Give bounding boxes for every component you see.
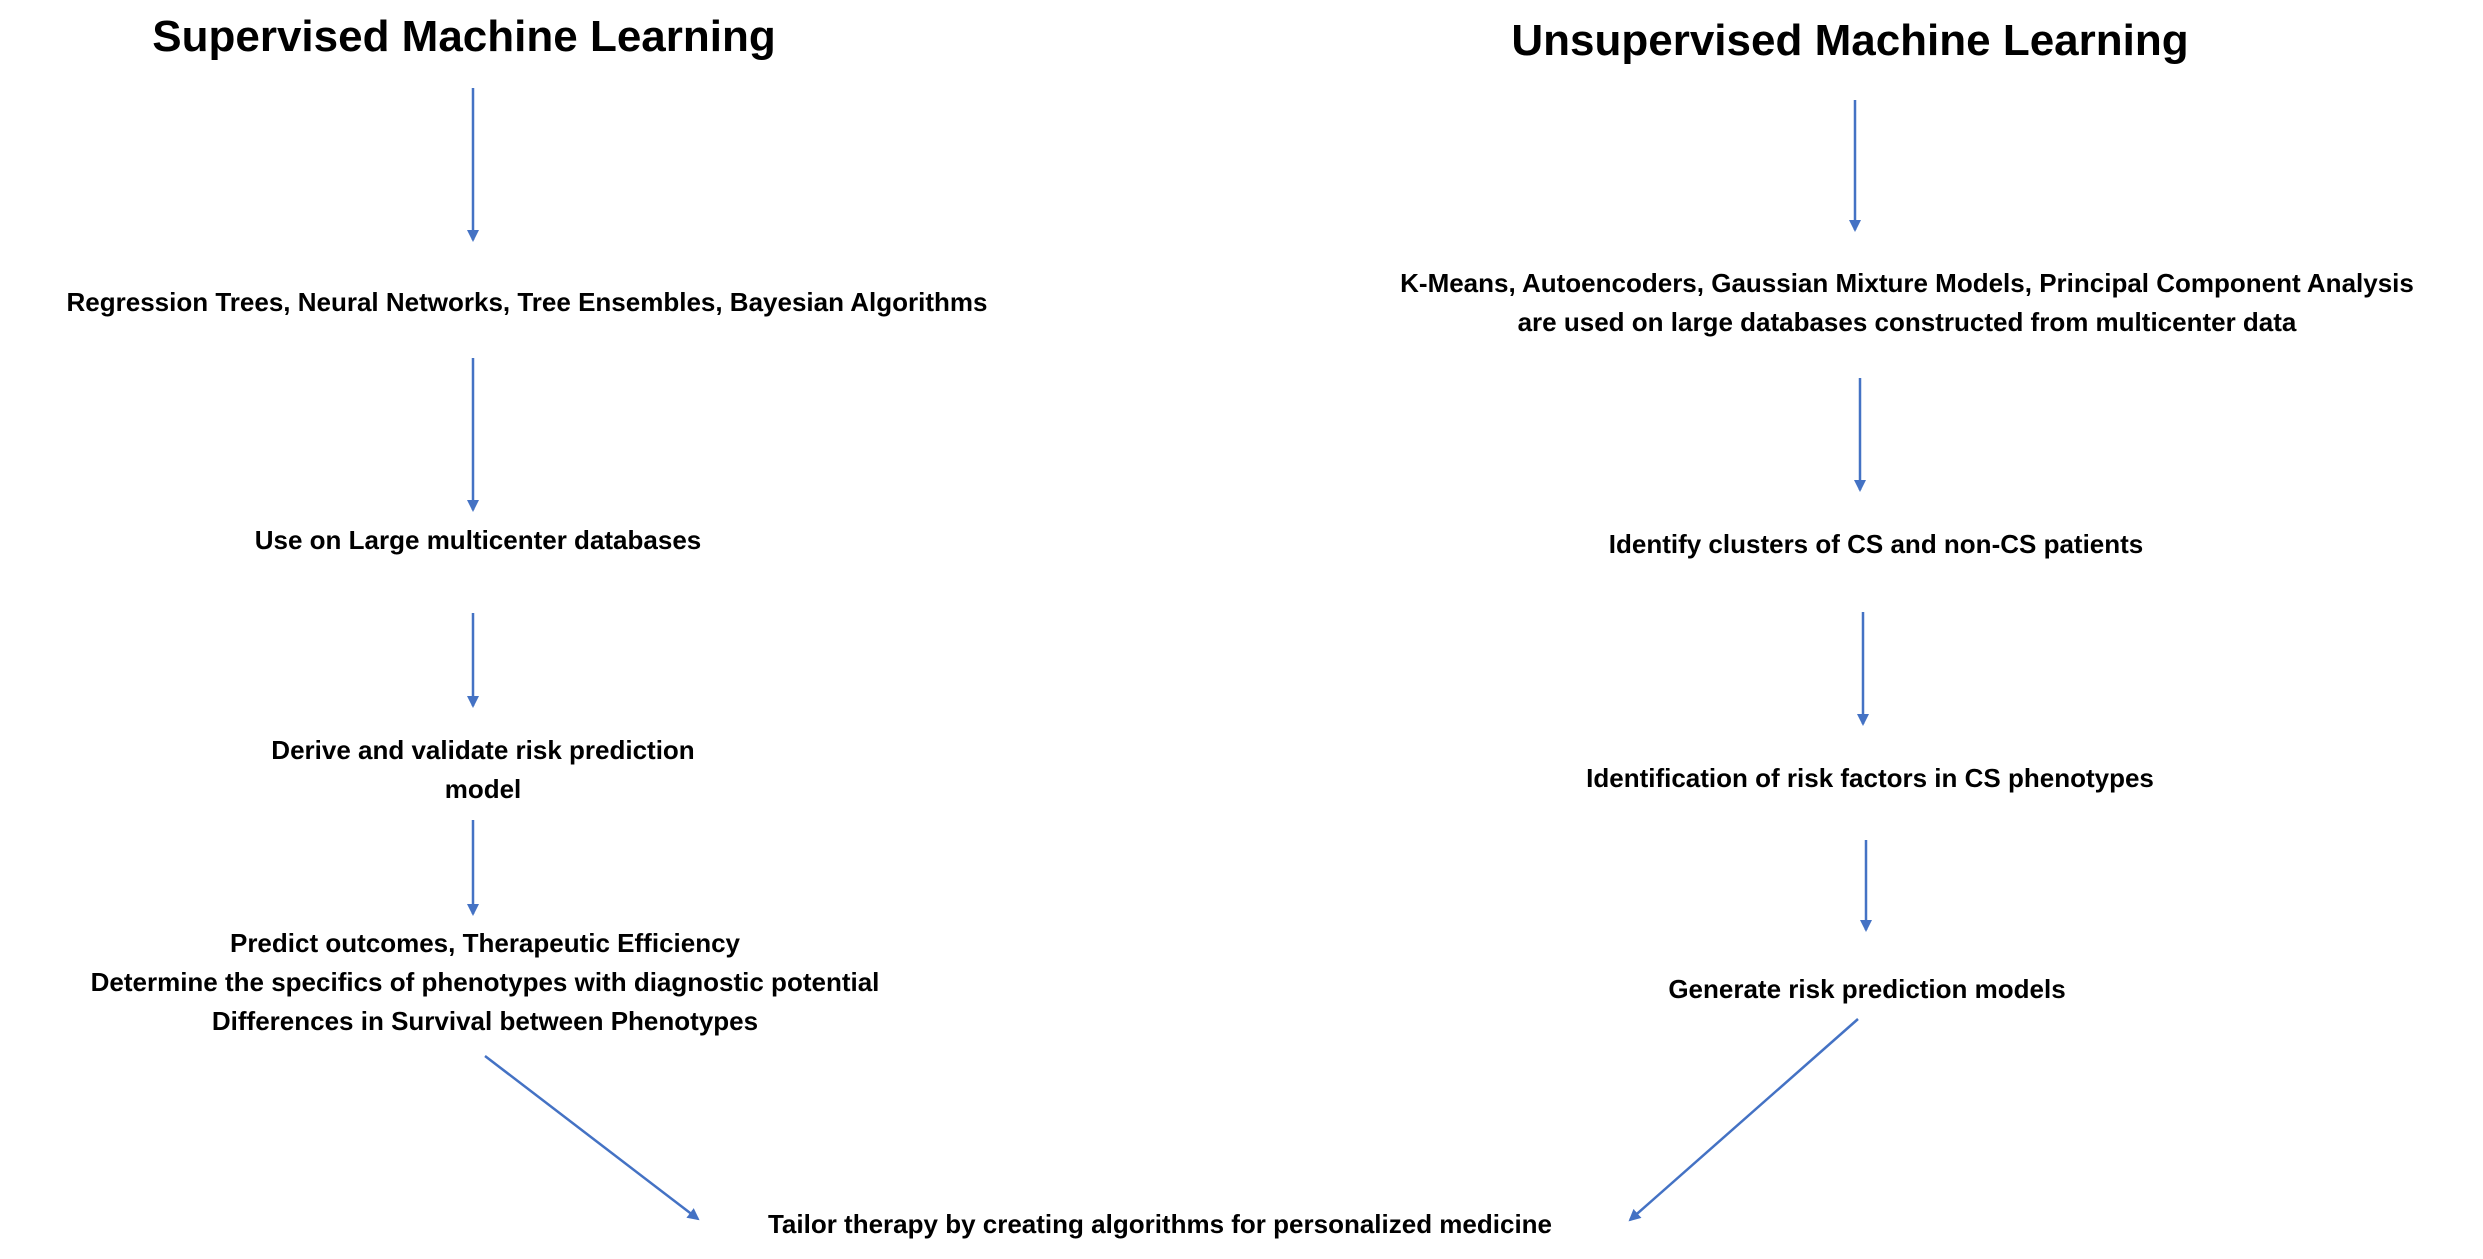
supervised-step-model: Derive and validate risk prediction mode…	[271, 731, 694, 809]
supervised-step-predict-line-3: Differences in Survival between Phenotyp…	[211, 1006, 759, 1036]
arrow-supervised-to-outcome	[484, 1055, 700, 1221]
arrow-unsupervised-to-outcome	[1628, 1018, 1859, 1222]
outcome-personalized-medicine: Tailor therapy by creating algorithms fo…	[767, 1209, 1553, 1239]
unsupervised-step-models: Generate risk prediction models	[1668, 970, 2065, 1009]
unsupervised-title: Unsupervised Machine Learning	[1511, 16, 2189, 65]
unsupervised-step-algorithms-line-1: K-Means, Autoencoders, Gaussian Mixture …	[1400, 268, 2414, 298]
unsupervised-step-clusters: Identify clusters of CS and non-CS patie…	[1609, 525, 2144, 564]
unsupervised-step-risk-factors: Identification of risk factors in CS phe…	[1586, 759, 2154, 798]
unsupervised-step-clusters-line: Identify clusters of CS and non-CS patie…	[1608, 529, 2144, 559]
unsupervised-step-risk-factors-line: Identification of risk factors in CS phe…	[1586, 763, 2154, 793]
supervised-step-algorithms: Regression Trees, Neural Networks, Tree …	[67, 283, 988, 322]
supervised-step-predict-line-1: Predict outcomes, Therapeutic Efficiency	[229, 928, 741, 958]
supervised-step-algorithms-line: Regression Trees, Neural Networks, Tree …	[66, 287, 988, 317]
supervised-step-databases-line: Use on Large multicenter databases	[254, 525, 702, 555]
supervised-step-predict: Predict outcomes, Therapeutic Efficiency…	[91, 924, 880, 1041]
unsupervised-step-algorithms: K-Means, Autoencoders, Gaussian Mixture …	[1400, 264, 2414, 342]
supervised-step-model-line-1: Derive and validate risk prediction	[271, 735, 695, 765]
supervised-step-predict-line-2: Determine the specifics of phenotypes wi…	[90, 967, 880, 997]
supervised-title: Supervised Machine Learning	[152, 12, 776, 61]
unsupervised-step-models-line: Generate risk prediction models	[1668, 974, 2066, 1004]
supervised-step-databases: Use on Large multicenter databases	[255, 521, 701, 560]
unsupervised-step-algorithms-line-2: are used on large databases constructed …	[1517, 307, 2297, 337]
supervised-step-model-line-2: model	[444, 774, 522, 804]
